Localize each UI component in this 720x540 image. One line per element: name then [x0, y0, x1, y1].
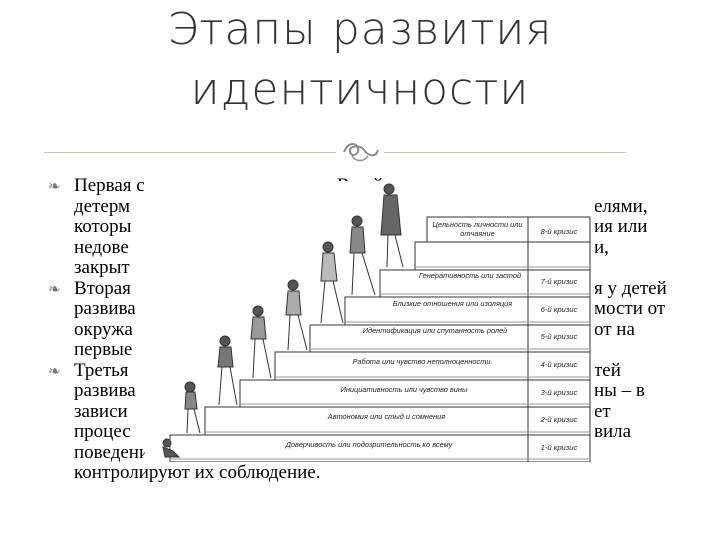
crisis-label: 5-й кризис — [540, 332, 578, 341]
fragment: тей — [594, 359, 621, 381]
right-fragments: елями, ия или и, я у детей мости от от н… — [594, 176, 714, 443]
bullet-1-line: недове — [74, 236, 129, 258]
bullet-item-2: ❧ Вторая развива окружа первые — [48, 277, 688, 361]
bullet-scroll-icon: ❧ — [48, 179, 61, 195]
bullet-scroll-icon: ❧ — [48, 363, 61, 380]
fragment: ия или — [594, 216, 648, 237]
bullet-2-line: первые — [74, 339, 133, 360]
bullet-list: ❧ Первая стадия – до одного года. В ней … — [48, 175, 688, 484]
fragment: ны – в — [594, 380, 645, 401]
fragment: елями, — [594, 195, 648, 217]
bullet-1-line: которы — [74, 216, 132, 237]
crisis-label: 7-й кризис — [540, 277, 578, 286]
fragment: от на — [594, 318, 635, 340]
fragment: и, — [594, 236, 609, 258]
staircase-drawing — [162, 183, 591, 462]
fragment: я у детей — [594, 277, 667, 299]
bullet-3-line: процес — [74, 421, 131, 442]
bullet-2-line: окружа — [74, 318, 133, 340]
title-line-2: идентичности — [190, 64, 530, 115]
title-line-1: Этапы развития — [167, 4, 553, 55]
crisis-label: 1-й кризис — [540, 443, 578, 452]
stage-label: Идентификация или спутанность ролей — [362, 326, 508, 335]
identity-stages-staircase-figure: Доверчивость или подозрительность ко все… — [145, 181, 595, 462]
crisis-label: 6-й кризис — [540, 305, 578, 314]
bullet-3-line: Третья — [74, 359, 129, 381]
stage-label: Автономия или стыд и сомнения — [327, 412, 446, 421]
bullet-2-line: Вторая — [74, 277, 131, 299]
slide-title: Этапы развития идентичности — [120, 2, 600, 118]
stage-label: Близкие отношения или изоляция — [392, 299, 513, 308]
bullet-1-line: детерм — [74, 195, 131, 217]
stage-label: Генеративность или застой — [418, 271, 522, 280]
stage-label: Работа или чувство неполноценности — [352, 357, 491, 366]
fragment: мости от — [594, 298, 666, 319]
fragment: вила — [594, 421, 632, 442]
title-divider-left — [44, 152, 336, 153]
bullet-3-line: развива — [74, 380, 136, 401]
crisis-label: 3-й кризис — [540, 388, 578, 397]
fragment: ет — [594, 400, 611, 422]
bullet-scroll-icon: ❧ — [48, 281, 61, 298]
title-divider-right — [384, 152, 626, 153]
crisis-label: 8-й кризис — [540, 227, 578, 236]
stage-label: Доверчивость или подозрительность ко все… — [285, 440, 453, 449]
bullet-3-line: контролируют их соблюдение. — [74, 462, 321, 483]
bullet-2-line: развива — [74, 298, 136, 319]
stage-label: Инициативность или чувство вины — [340, 385, 468, 394]
stage-label: Цельность личности или отчаяние — [432, 220, 523, 238]
crisis-label: 2-й кризис — [540, 415, 578, 424]
bullet-1-line: закрыт — [74, 257, 130, 278]
scroll-ornament-icon — [338, 136, 382, 166]
crisis-label: 4-й кризис — [540, 360, 578, 369]
bullet-3-line: зависи — [74, 400, 128, 422]
